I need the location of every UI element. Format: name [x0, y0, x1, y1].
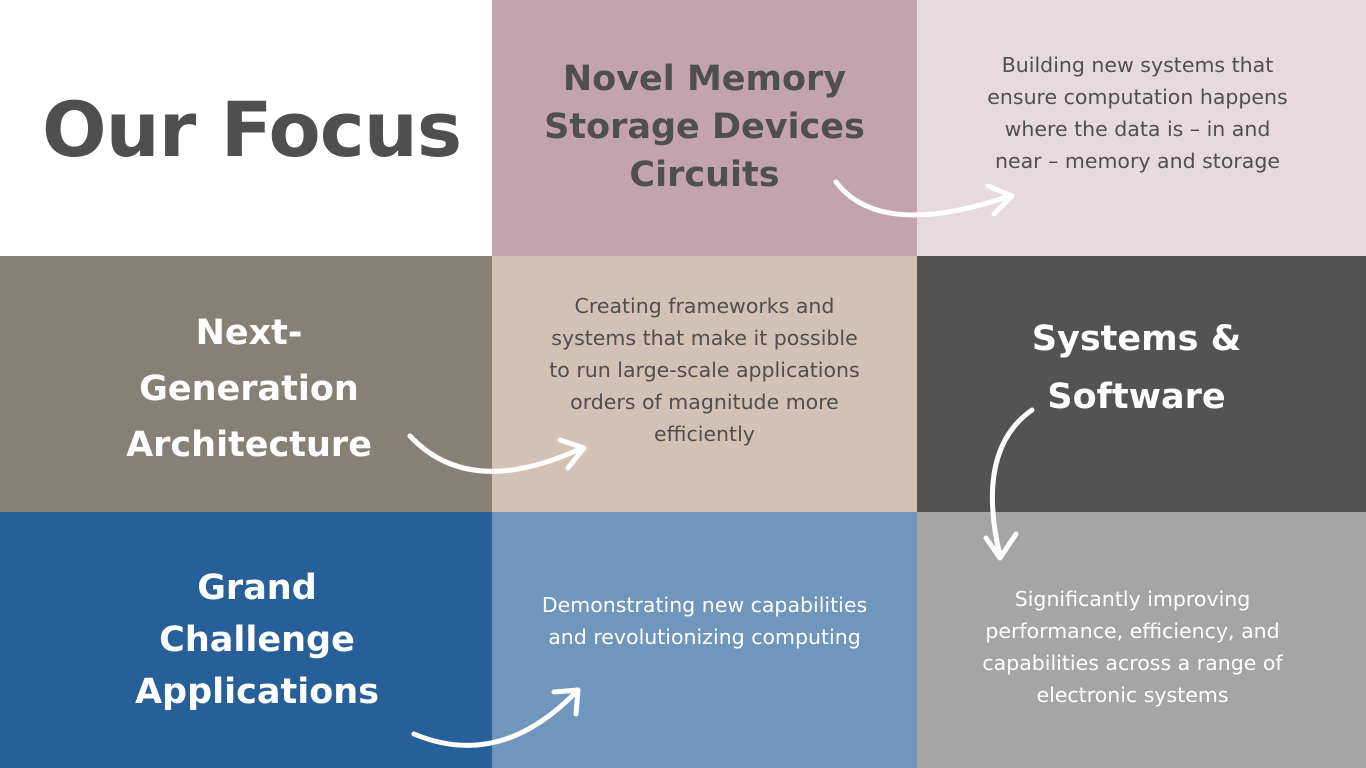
- grand-challenge-heading-line: Applications: [134, 672, 380, 712]
- architecture-description-line: systems that make it possible: [551, 326, 858, 350]
- memory-description: Building new systems that ensure computa…: [987, 49, 1287, 177]
- architecture-description-line: to run large-scale applications: [549, 358, 860, 382]
- memory-heading-line: Novel Memory: [562, 59, 847, 99]
- title-cell: [0, 0, 492, 256]
- memory-description-cell: Building new systems that ensure computa…: [917, 0, 1366, 256]
- systems-description-line: electronic systems: [1036, 683, 1229, 707]
- architecture-heading: Next- Generation Architecture: [126, 305, 372, 473]
- systems-description-line: Significantly improving: [1014, 587, 1251, 611]
- systems-description-line: capabilities across a range of: [982, 651, 1283, 675]
- grand-challenge-heading-line: Grand: [197, 568, 317, 608]
- memory-heading-line: Circuits: [629, 155, 780, 195]
- grand-challenge-description-cell: Demonstrating new capabilities and revol…: [492, 512, 917, 768]
- architecture-description-cell: Creating frameworks and systems that mak…: [492, 256, 917, 512]
- memory-description-line: ensure computation happens: [987, 85, 1288, 109]
- grand-challenge-heading-cell: Grand Challenge Applications: [0, 512, 492, 768]
- memory-description-line: Building new systems that: [1001, 53, 1274, 77]
- memory-description-line: where the data is – in and: [1004, 117, 1271, 141]
- grand-challenge-description: Demonstrating new capabilities and revol…: [542, 589, 867, 653]
- systems-heading-cell: Systems & Software: [917, 256, 1366, 512]
- systems-heading-line: Systems &: [1031, 319, 1242, 359]
- systems-description-cell: Significantly improving performance, eff…: [917, 512, 1366, 768]
- architecture-description-line: Creating frameworks and: [574, 294, 835, 318]
- architecture-description-line: efficiently: [654, 422, 755, 446]
- memory-heading-cell: Novel Memory Storage Devices Circuits: [492, 0, 917, 256]
- systems-heading-line: Software: [1047, 377, 1226, 417]
- systems-description-line: performance, efficiency, and: [985, 619, 1280, 643]
- architecture-heading-cell: Next- Generation Architecture: [0, 256, 492, 512]
- memory-heading: Novel Memory Storage Devices Circuits: [544, 55, 865, 199]
- page-title: Our Focus: [42, 85, 462, 174]
- grand-challenge-description-line: and revolutionizing computing: [548, 625, 861, 649]
- systems-description: Significantly improving performance, eff…: [982, 583, 1282, 711]
- architecture-heading-line: Generation: [139, 369, 359, 409]
- grand-challenge-heading: Grand Challenge Applications: [135, 562, 379, 718]
- systems-heading: Systems & Software: [1032, 310, 1241, 426]
- grand-challenge-heading-line: Challenge: [159, 620, 355, 660]
- grand-challenge-description-line: Demonstrating new capabilities: [541, 593, 868, 617]
- memory-description-line: near – memory and storage: [994, 149, 1280, 173]
- architecture-heading-line: Architecture: [126, 425, 372, 465]
- memory-heading-line: Storage Devices: [544, 107, 865, 147]
- architecture-description: Creating frameworks and systems that mak…: [549, 290, 859, 450]
- architecture-heading-line: Next-: [195, 313, 303, 353]
- architecture-description-line: orders of magnitude more: [570, 390, 839, 414]
